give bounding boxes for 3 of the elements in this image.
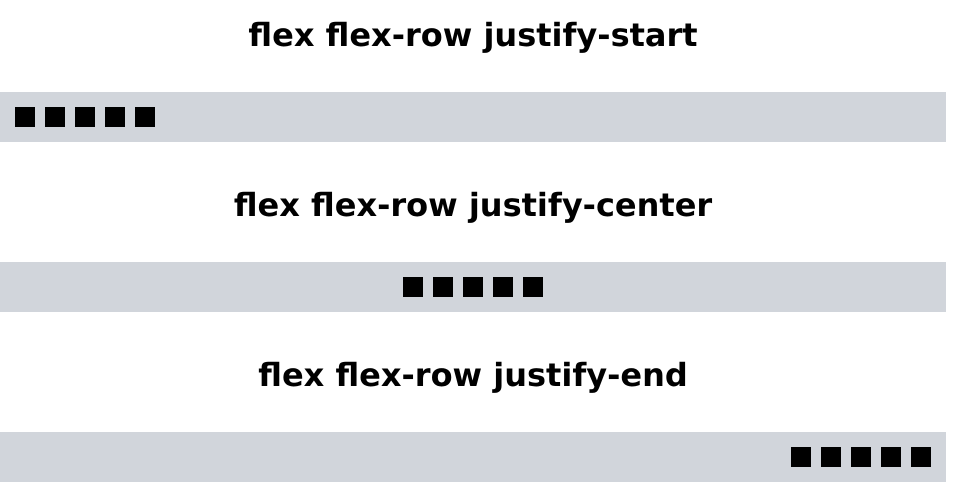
heading: flex flex-row justify-center xyxy=(232,185,714,225)
heading: flex flex-row justify-start xyxy=(247,15,699,55)
heading: flex flex-row justify-end xyxy=(257,355,689,395)
